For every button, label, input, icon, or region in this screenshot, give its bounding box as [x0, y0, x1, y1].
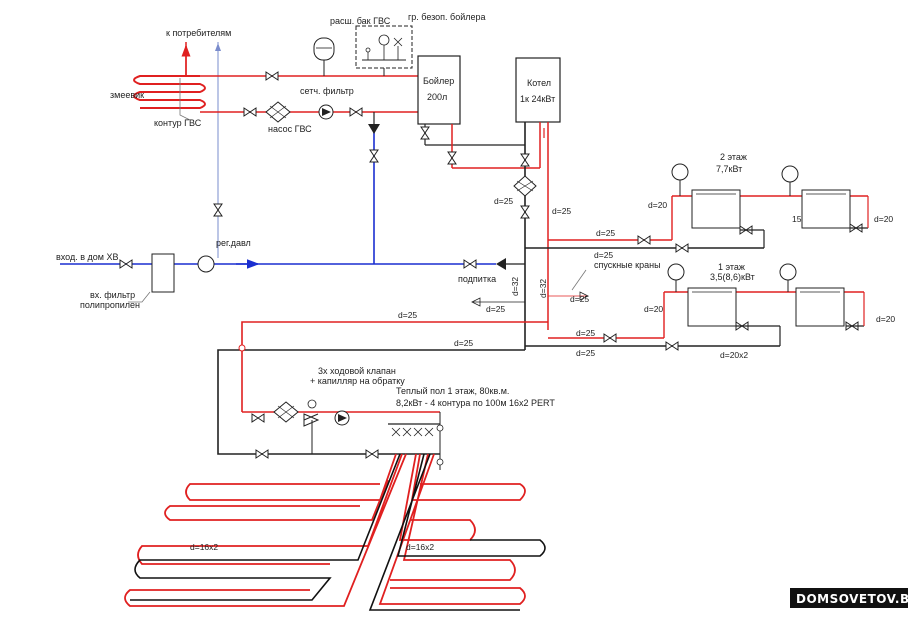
dim-d32-b: d=32: [538, 279, 548, 298]
dim-d20-f1-left: d=20: [644, 304, 663, 314]
dim-d25-riser: d=25: [494, 196, 513, 206]
dim-d25-main: d=25: [552, 206, 571, 216]
label-exp-tank: расш. бак ГВС: [330, 16, 391, 26]
label-dhw-loop: контур ГВС: [154, 118, 202, 128]
label-boiler-1: Бойлер: [423, 76, 454, 86]
label-floor1-1: 1 этаж: [718, 262, 745, 272]
label-floor2-2: 7,7кВт: [716, 164, 742, 174]
label-floor1-2: 3,5(8,6)кВт: [710, 272, 755, 282]
label-floorheat-2: 8,2кВт - 4 контура по 100м 16х2 PERT: [396, 398, 555, 408]
dhw-section: [133, 25, 561, 350]
label-floor2-1: 2 этаж: [720, 152, 747, 162]
label-drain-valves: спускные краны: [594, 260, 661, 270]
diagram-labels: к потребителям змеевик контур ГВС расш. …: [56, 12, 755, 408]
label-dhw-pump: насос ГВС: [268, 124, 312, 134]
watermark-text: DOMSOVETOV.BY: [796, 592, 918, 606]
dim-d25-left: d=25: [486, 304, 505, 314]
dim-d20x2: d=20x2: [720, 350, 748, 360]
label-inlet: вход. в дом ХВ: [56, 252, 118, 262]
dim-d20-f2-right: d=20: [874, 214, 893, 224]
label-3way-1: 3х ходовой клапан: [318, 366, 396, 376]
dim-d25-f1-a: d=25: [576, 328, 595, 338]
dim-d20-f1-right: d=20: [876, 314, 895, 324]
dim-d25-f1-b: d=25: [576, 348, 595, 358]
dim-f2-15: 15: [792, 214, 802, 224]
dim-d25-drain: d=25: [594, 250, 613, 260]
label-makeup: подпитка: [458, 274, 496, 284]
dim-d25-drain2: d=25: [570, 294, 589, 304]
dim-d20-f2-left: d=20: [648, 200, 667, 210]
cold-water-section: [60, 112, 525, 303]
label-pressure-reg: рег.давл: [216, 238, 251, 248]
label-coil: змеевик: [110, 90, 144, 100]
dim-d25-floor-supply: d=25: [398, 310, 417, 320]
watermark: DOMSOVETOV.BY: [790, 588, 918, 608]
label-inlet-filter-2: полипропилен: [80, 300, 140, 310]
label-inlet-filter-1: вх. фильтр: [90, 290, 135, 300]
label-3way-2: + капилляр на обратку: [310, 376, 405, 386]
label-kettle-1: Котел: [527, 78, 551, 88]
dim-d25-f2-supply: d=25: [596, 228, 615, 238]
dimension-labels: d=25 d=25 d=20 d=25 15 d=20 d=25 d=25 d=…: [190, 196, 895, 552]
dim-d25-return: d=25: [454, 338, 473, 348]
label-mesh-filter: сетч. фильтр: [300, 86, 354, 96]
dim-d16-left: d=16x2: [190, 542, 218, 552]
floor-heating: [124, 399, 546, 611]
dim-d16-center: d=16x2: [406, 542, 434, 552]
label-boiler-2: 200л: [427, 92, 447, 102]
label-consumers: к потребителям: [166, 28, 231, 38]
heating-branches: [217, 163, 869, 455]
dim-d32-a: d=32: [510, 277, 520, 296]
label-floorheat-1: Теплый пол 1 этаж, 80кв.м.: [396, 386, 509, 396]
label-boiler-safety: гр. безоп. бойлера: [408, 12, 486, 22]
label-kettle-2: 1к 24кВт: [520, 94, 555, 104]
